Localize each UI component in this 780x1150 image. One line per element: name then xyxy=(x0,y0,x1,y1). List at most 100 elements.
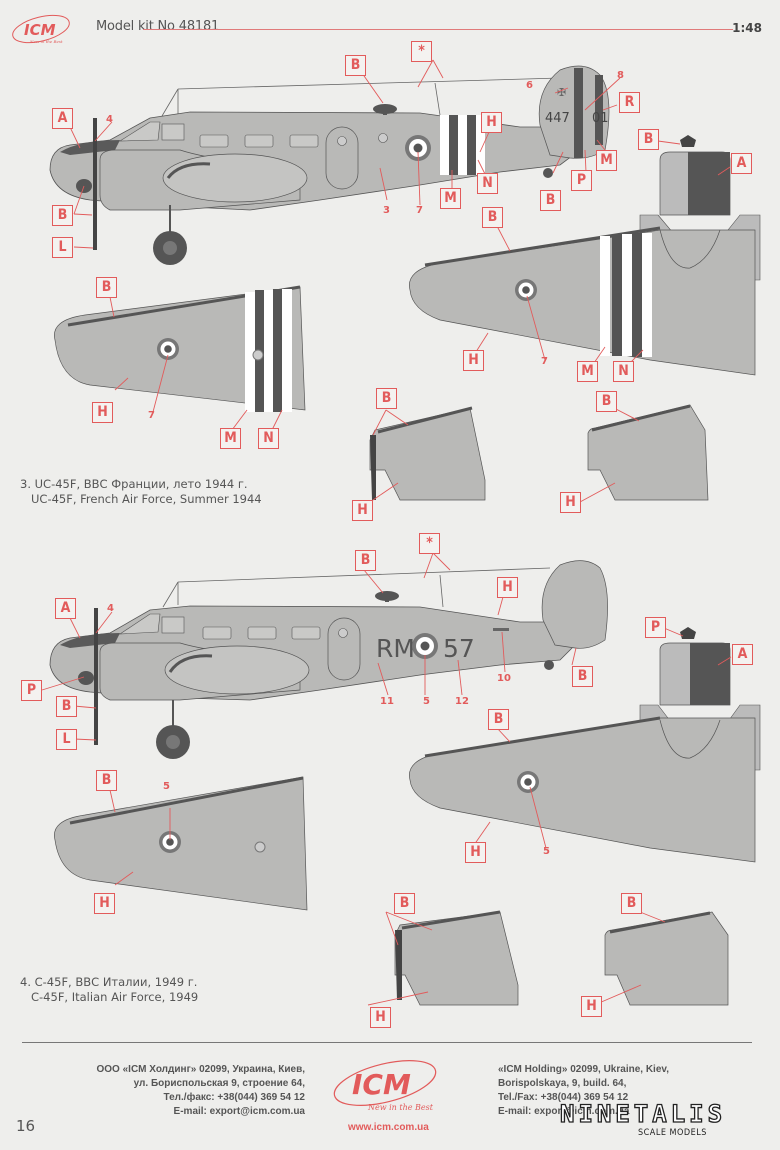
decal-number: 3 xyxy=(383,205,390,216)
decal-number: 11 xyxy=(380,696,394,707)
svg-text:01: 01 xyxy=(592,111,609,126)
tag-H: H xyxy=(560,492,581,513)
tag-H: H xyxy=(463,350,484,371)
tag-B: B xyxy=(376,388,397,409)
address-en-line: E-mail: export@icm.com.ua xyxy=(498,1106,630,1117)
tag-P: P xyxy=(571,170,592,191)
tag-B: B xyxy=(52,205,73,226)
tag-B: B xyxy=(96,770,117,791)
tag-A: A xyxy=(731,153,752,174)
tag-B: B xyxy=(355,550,376,571)
tag-H: H xyxy=(481,112,502,133)
tag-H: H xyxy=(497,577,518,598)
decal-number: 5 xyxy=(543,846,550,857)
leader-lines xyxy=(41,59,732,1006)
address-en: «ICM Holding» 02099, Ukraine, Kiev, Bori… xyxy=(498,1063,669,1119)
tag-R: R xyxy=(619,92,640,113)
svg-text:447: 447 xyxy=(545,111,570,126)
tag-B: B xyxy=(345,55,366,76)
model-kit-title: Model kit No 48181 xyxy=(96,19,220,34)
scheme3-caption-ru: 3. UC-45F, ВВС Франции, лето 1944 г. xyxy=(20,477,248,491)
tag-asterisk: * xyxy=(419,533,440,554)
svg-text:New in the Best: New in the Best xyxy=(29,39,63,44)
tag-H: H xyxy=(465,842,486,863)
tag-H: H xyxy=(94,893,115,914)
scale-label: 1:48 xyxy=(732,21,762,35)
scheme3-wing-left xyxy=(54,285,306,412)
scheme4-caption-ru: 4. C-45F, ВВС Италии, 1949 г. xyxy=(20,975,198,989)
svg-text:New in the Best: New in the Best xyxy=(367,1103,434,1112)
tag-B: B xyxy=(621,893,642,914)
tag-M: M xyxy=(577,361,598,382)
scheme3-tail-right xyxy=(587,404,709,501)
scheme3-caption: 3. UC-45F, ВВС Франции, лето 1944 г. UC-… xyxy=(20,477,262,507)
icm-logo-icon: ICM New in the Best xyxy=(12,14,70,44)
tag-P: P xyxy=(21,680,42,701)
decal-number: 7 xyxy=(416,205,423,216)
tag-H: H xyxy=(370,1007,391,1028)
header-divider xyxy=(143,29,733,30)
tag-B: B xyxy=(394,893,415,914)
tag-H: H xyxy=(352,500,373,521)
tag-B: B xyxy=(482,207,503,228)
tag-B: B xyxy=(572,666,593,687)
decal-number: 4 xyxy=(106,114,113,125)
decal-number: 10 xyxy=(497,673,511,684)
svg-text:RM: RM xyxy=(376,634,415,663)
tag-M: M xyxy=(220,428,241,449)
scheme4-caption: 4. C-45F, ВВС Италии, 1949 г. C-45F, Ita… xyxy=(20,975,198,1005)
watermark-subtitle: SCALE MODELS xyxy=(638,1128,707,1138)
decal-number: 8 xyxy=(617,70,624,81)
tag-A: A xyxy=(732,644,753,665)
website-link[interactable]: www.icm.com.ua xyxy=(348,1122,429,1133)
tag-L: L xyxy=(56,729,77,750)
tag-A: A xyxy=(55,598,76,619)
icm-logo-icon: ICM New in the Best xyxy=(333,1060,437,1112)
scheme3-tail-left xyxy=(369,406,486,501)
tag-B: B xyxy=(596,391,617,412)
address-ru-line: ООО «ICM Холдинг» 02099, Украина, Киев, xyxy=(96,1064,306,1075)
svg-text:57: 57 xyxy=(443,634,475,663)
address-en-line: Borispolskaya, 9, build. 64, xyxy=(498,1078,627,1089)
decal-number: 4 xyxy=(107,603,114,614)
footer-divider xyxy=(22,1042,752,1043)
scheme4-side-view: RM 57 xyxy=(49,560,608,759)
scheme3-wing-right xyxy=(409,226,756,376)
tag-M: M xyxy=(596,150,617,171)
scheme4-wing-left xyxy=(54,776,308,911)
scheme3-caption-en: UC-45F, French Air Force, Summer 1944 xyxy=(31,492,262,506)
address-ru-line: E-mail: export@icm.com.ua xyxy=(173,1106,305,1117)
tag-M: M xyxy=(440,188,461,209)
tag-B: B xyxy=(96,277,117,298)
address-en-line: Tel./Fax: +38(044) 369 54 12 xyxy=(498,1092,629,1103)
scheme3-side-view: 447 01 ✠ xyxy=(49,65,610,265)
tag-H: H xyxy=(92,402,113,423)
svg-text:✠: ✠ xyxy=(557,86,566,99)
svg-text:ICM: ICM xyxy=(24,21,56,39)
decal-number: 5 xyxy=(163,781,170,792)
tag-asterisk: * xyxy=(411,41,432,62)
tag-L: L xyxy=(52,237,73,258)
icm-logo-header: ICM New in the Best xyxy=(10,12,72,46)
tag-B: B xyxy=(56,696,77,717)
address-ru-line: ул. Бориспольская 9, строение 64, xyxy=(133,1078,305,1089)
tag-A: A xyxy=(52,108,73,129)
decal-number: 12 xyxy=(455,696,469,707)
address-en-line: «ICM Holding» 02099, Ukraine, Kiev, xyxy=(498,1064,669,1075)
scheme4-wing-right xyxy=(409,716,756,863)
icm-logo-footer: ICM New in the Best xyxy=(330,1050,440,1120)
watermark-logo: NINETALIS xyxy=(559,1099,727,1128)
address-ru-line: Тел./факс: +38(044) 369 54 12 xyxy=(163,1092,305,1103)
tag-H: H xyxy=(581,996,602,1017)
tag-N: N xyxy=(258,428,279,449)
svg-text:ICM: ICM xyxy=(352,1068,411,1101)
scheme4-tail-right xyxy=(604,911,729,1006)
tag-B: B xyxy=(540,190,561,211)
tag-B: B xyxy=(638,129,659,150)
decal-number: 6 xyxy=(526,80,533,91)
tag-P: P xyxy=(645,617,666,638)
address-ru: ООО «ICM Холдинг» 02099, Украина, Киев, … xyxy=(97,1063,306,1119)
scheme4-caption-en: C-45F, Italian Air Force, 1949 xyxy=(31,990,199,1004)
tag-N: N xyxy=(477,173,498,194)
